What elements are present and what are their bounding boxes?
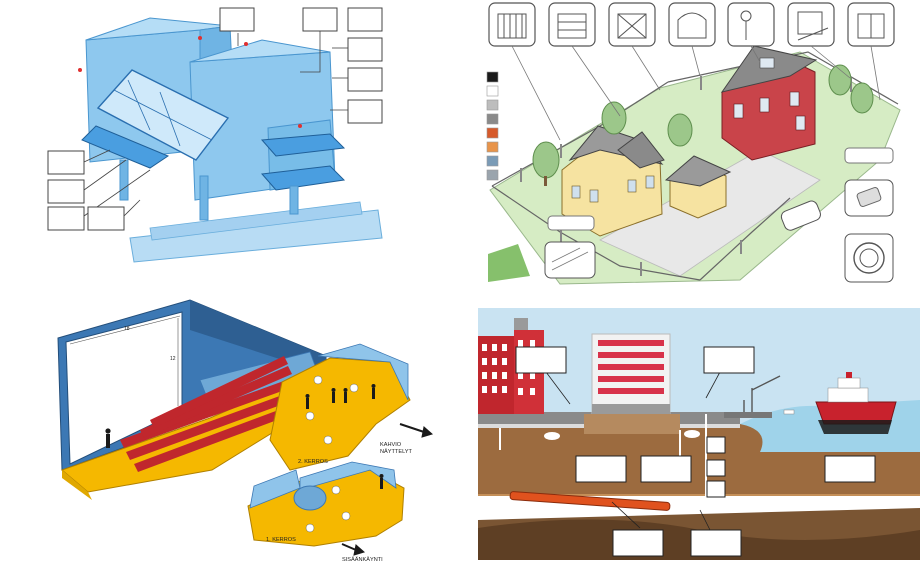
panel-city-cross-section — [478, 308, 920, 560]
lawn-swatch — [488, 244, 530, 282]
entrance-label: SISÄÄNKÄYNTI — [342, 556, 383, 563]
floor2-label: 2. KERROS — [298, 459, 328, 465]
exhibitions-label: NÄYTTELYT — [380, 448, 412, 455]
floor1-label: 1. KERROS — [266, 537, 296, 543]
panel-cinema-cutaway: 18 12 — [57, 299, 434, 563]
screen-height-label: 12 — [170, 356, 176, 362]
panel-blue-building — [47, 7, 383, 263]
screen-width-label: 18 — [124, 326, 130, 332]
colour-swatch-column — [486, 71, 499, 181]
panel-houses-fences — [478, 0, 920, 288]
cafe-label: KAHVIO — [380, 442, 402, 448]
